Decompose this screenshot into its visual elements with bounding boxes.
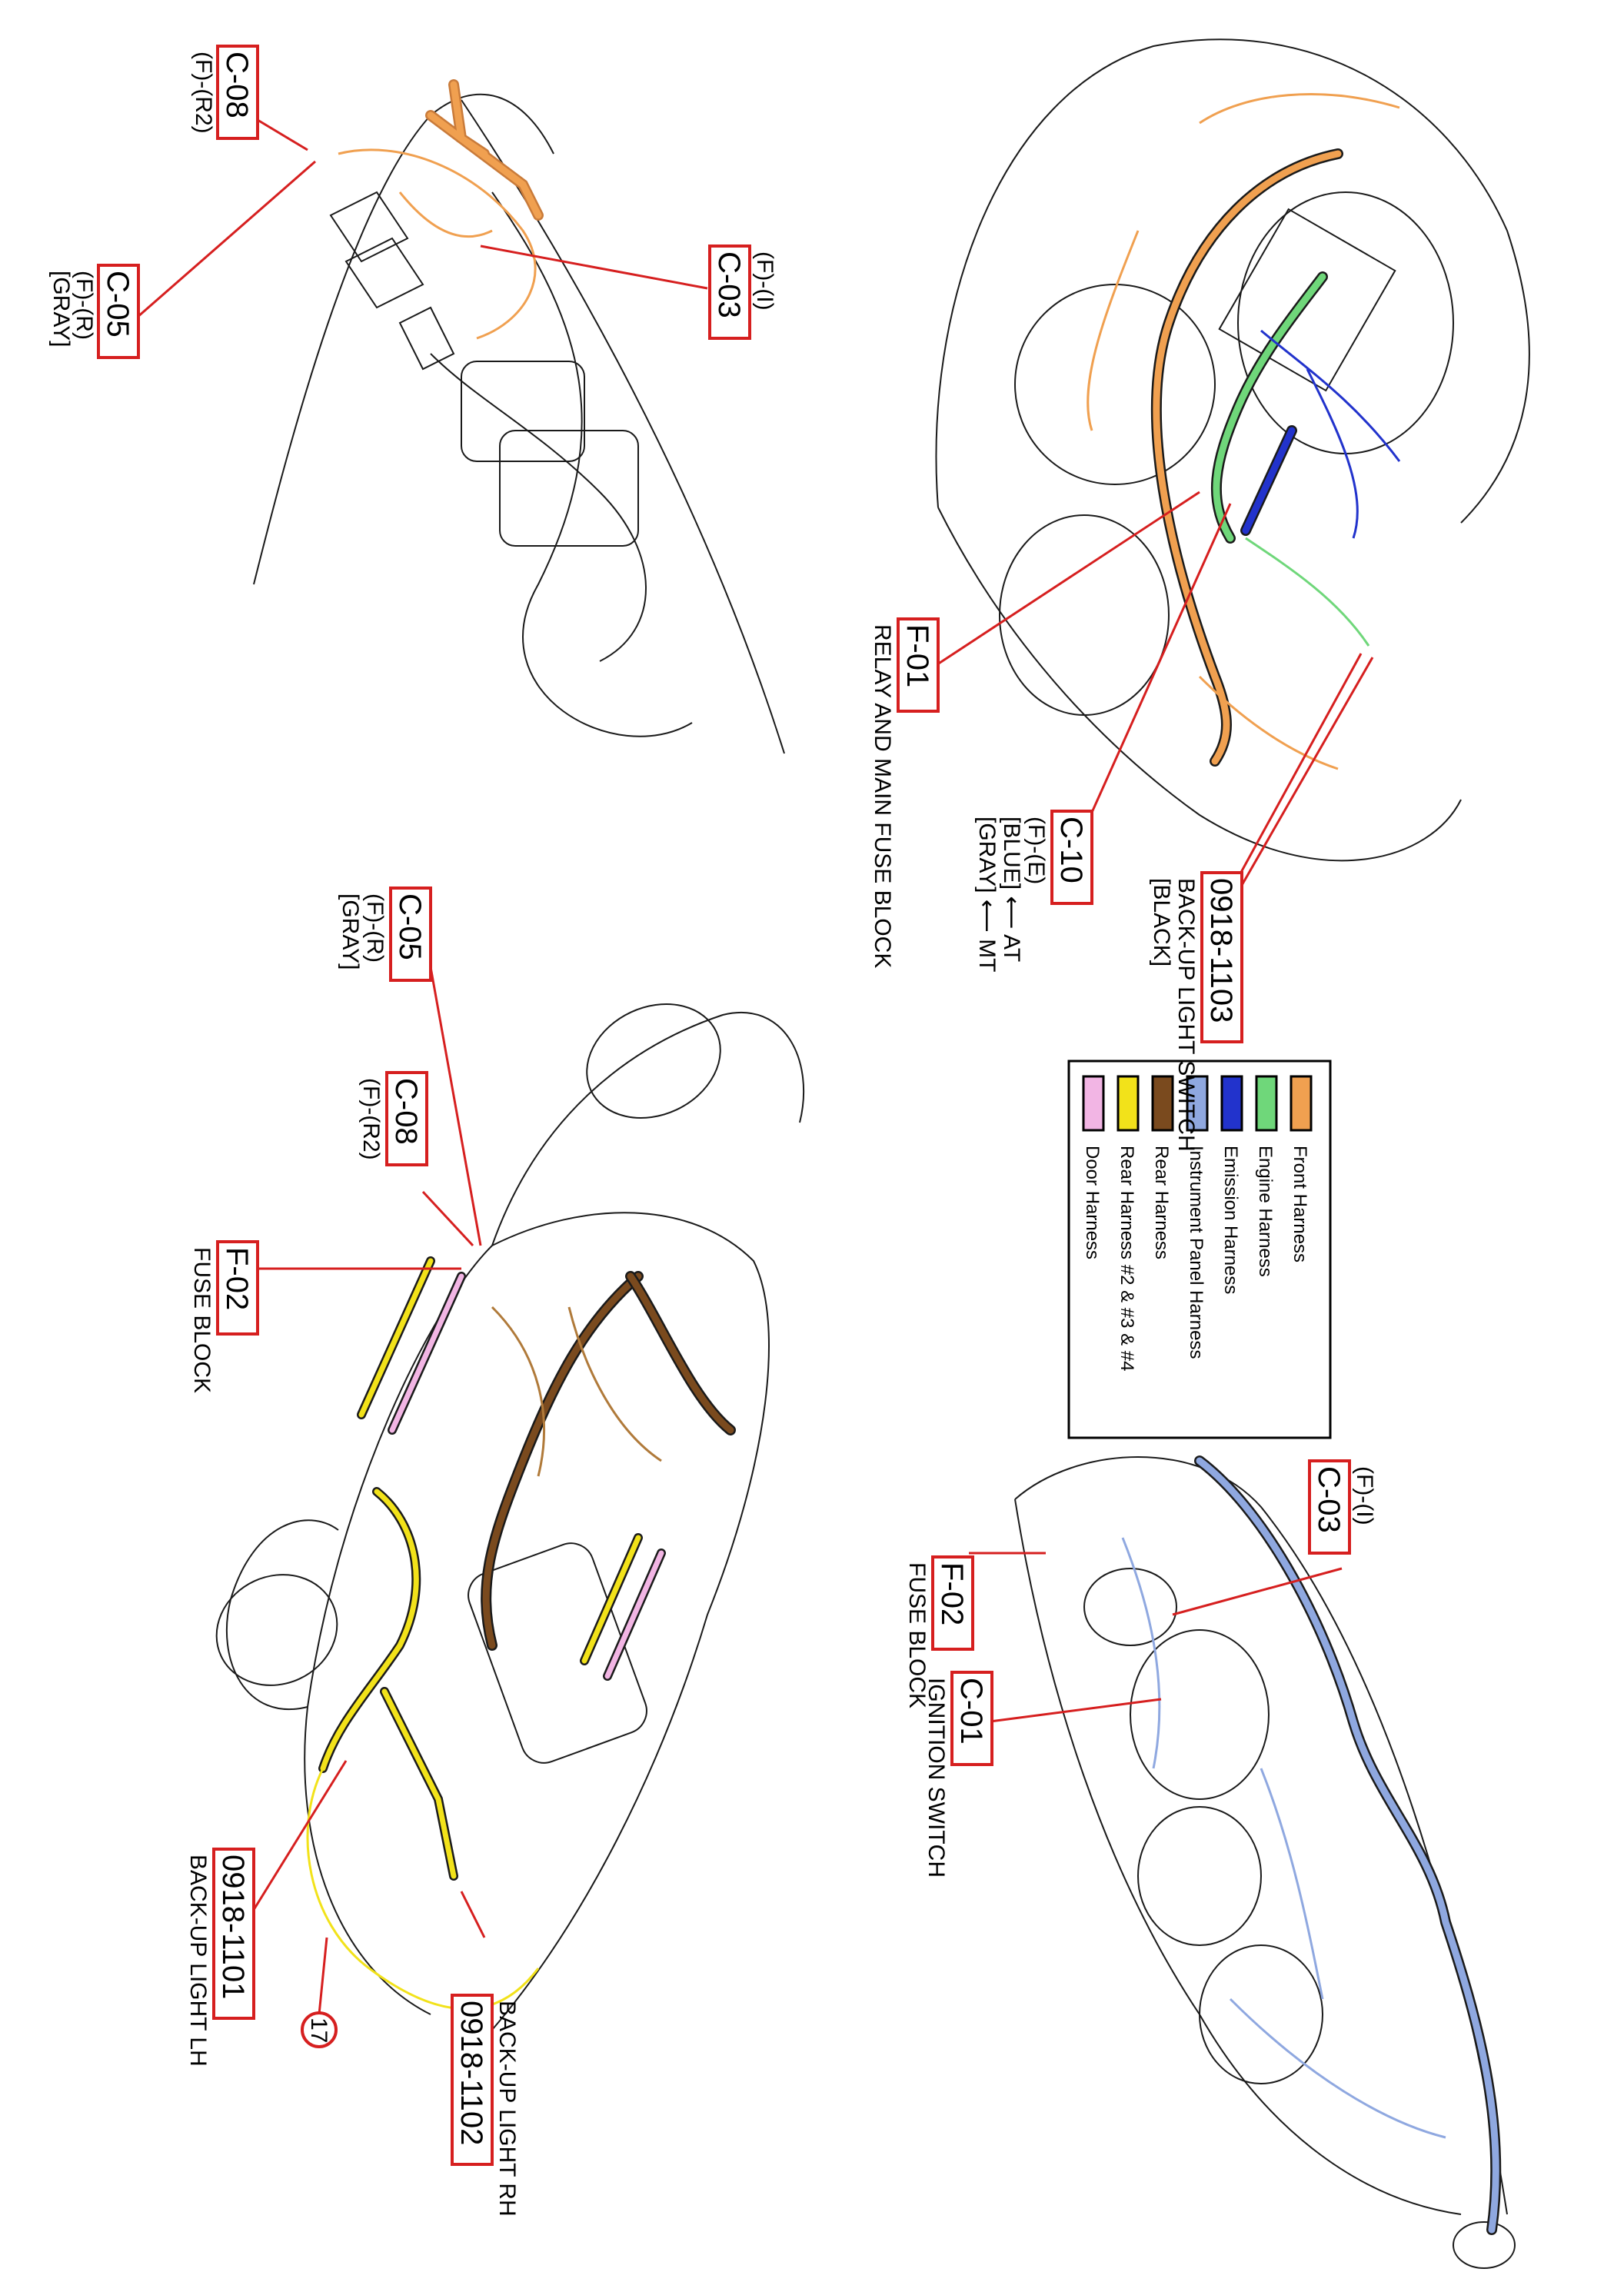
connector-color: [BLACK]	[1149, 878, 1174, 966]
connector-pins: (F)-(E)	[1023, 817, 1049, 884]
callout-c05-top: C-05 (F)-(R) [GRAY]	[48, 264, 140, 359]
callout-c03-dash: C-03 (F)-(I)	[1308, 1459, 1377, 1555]
callout-f02-car: F-02 FUSE BLOCK	[189, 1240, 259, 1393]
callout-f02-dash: F-02 FUSE BLOCK	[904, 1555, 974, 1708]
component-name: BACK-UP LIGHT LH	[185, 1855, 211, 2067]
connector-color: [GRAY]	[48, 271, 74, 347]
component-name: BACK-UP LIGHT RH	[494, 2001, 520, 2217]
legend-swatch	[1255, 1075, 1278, 1132]
ground-number: 17	[306, 2018, 331, 2043]
legend-label: Instrument Panel Harness	[1186, 1146, 1206, 1359]
callout-c10: C-10 (F)-(E) [BLUE] ⟵ AT [GRAY] ⟵ MT	[974, 810, 1093, 972]
connector-code: C-01	[954, 1678, 988, 1745]
connector-code: 0918-1101	[216, 1855, 250, 1999]
connector-code: C-05	[101, 271, 135, 338]
connector-code: C-05	[393, 893, 427, 960]
callout-c08-top: C-08 (F)-(R2)	[191, 45, 259, 140]
component-name: BACK-UP LIGHT SWITCH	[1173, 878, 1199, 1152]
callout-0918-1102: 0918-1102 BACK-UP LIGHT RH	[451, 1994, 520, 2217]
connector-pins: (F)-(R)	[362, 893, 388, 963]
callout-c03-top: C-03 (F)-(I)	[708, 244, 777, 340]
leader-lines	[130, 114, 1374, 2015]
callout-c01: C-01 IGNITION SWITCH	[923, 1671, 993, 1878]
connector-code: C-10	[1054, 817, 1088, 883]
component-name: FUSE BLOCK	[904, 1562, 930, 1708]
legend-label: Emission Harness	[1220, 1146, 1241, 1294]
connector-code: C-03	[1312, 1466, 1346, 1533]
callout-0918-1101: 0918-1101 BACK-UP LIGHT LH	[185, 1848, 255, 2067]
legend-swatch	[1220, 1075, 1243, 1132]
connector-pins: (F)-(R2)	[191, 52, 216, 134]
component-name: IGNITION SWITCH	[923, 1678, 949, 1878]
legend-label: Rear Harness	[1151, 1146, 1172, 1259]
connector-pins: (F)-(R2)	[358, 1078, 384, 1160]
callout-0918-1103: 0918-1103 BACK-UP LIGHT SWITCH [BLACK]	[1149, 871, 1243, 1152]
connector-code: C-03	[712, 251, 746, 318]
connector-code: C-08	[220, 52, 254, 118]
car-body-drawing	[215, 1003, 805, 2031]
connector-code: F-02	[220, 1247, 254, 1310]
connector-code: C-08	[389, 1078, 423, 1145]
callout-c08-mid: C-08 (F)-(R2)	[358, 1071, 428, 1166]
component-name: RELAY AND MAIN FUSE BLOCK	[870, 624, 895, 968]
connector-code: F-01	[900, 624, 934, 687]
legend-label: Front Harness	[1290, 1146, 1310, 1262]
connector-code: 0918-1103	[1204, 878, 1238, 1023]
connector-code: 0918-1102	[454, 2001, 488, 2145]
connector-pins: (F)-(I)	[1352, 1466, 1377, 1525]
connector-code: F-02	[935, 1562, 969, 1625]
legend-swatch	[1116, 1075, 1140, 1132]
legend-swatch	[1151, 1075, 1174, 1132]
legend-label: Engine Harness	[1255, 1146, 1276, 1277]
connector-pins: (F)-(R)	[72, 271, 97, 340]
callout-f01: F-01 RELAY AND MAIN FUSE BLOCK	[870, 617, 940, 968]
harness-legend: Front Harness Engine Harness Emission Harn…	[1067, 1060, 1332, 1439]
legend-swatch	[1082, 1075, 1105, 1132]
ground-point-17: 17	[301, 2011, 338, 2048]
connector-pins: (F)-(I)	[752, 251, 777, 311]
steering-column-drawing	[253, 79, 785, 754]
legend-label: Door Harness	[1082, 1146, 1103, 1259]
legend-swatch	[1290, 1075, 1313, 1132]
instrument-panel-drawing	[1014, 1455, 1516, 2269]
component-name: FUSE BLOCK	[189, 1247, 215, 1393]
at-variant: [BLUE] ⟵ AT	[999, 817, 1024, 962]
engine-bay-drawing	[935, 38, 1530, 862]
connector-color: [GRAY]	[338, 893, 363, 970]
mt-variant: [GRAY] ⟵ MT	[974, 817, 1000, 972]
legend-label: Rear Harness #2 & #3 & #4	[1116, 1146, 1137, 1372]
legend-swatch	[1186, 1075, 1209, 1132]
callout-c05-mid: C-05 (F)-(R) [GRAY]	[338, 887, 432, 982]
